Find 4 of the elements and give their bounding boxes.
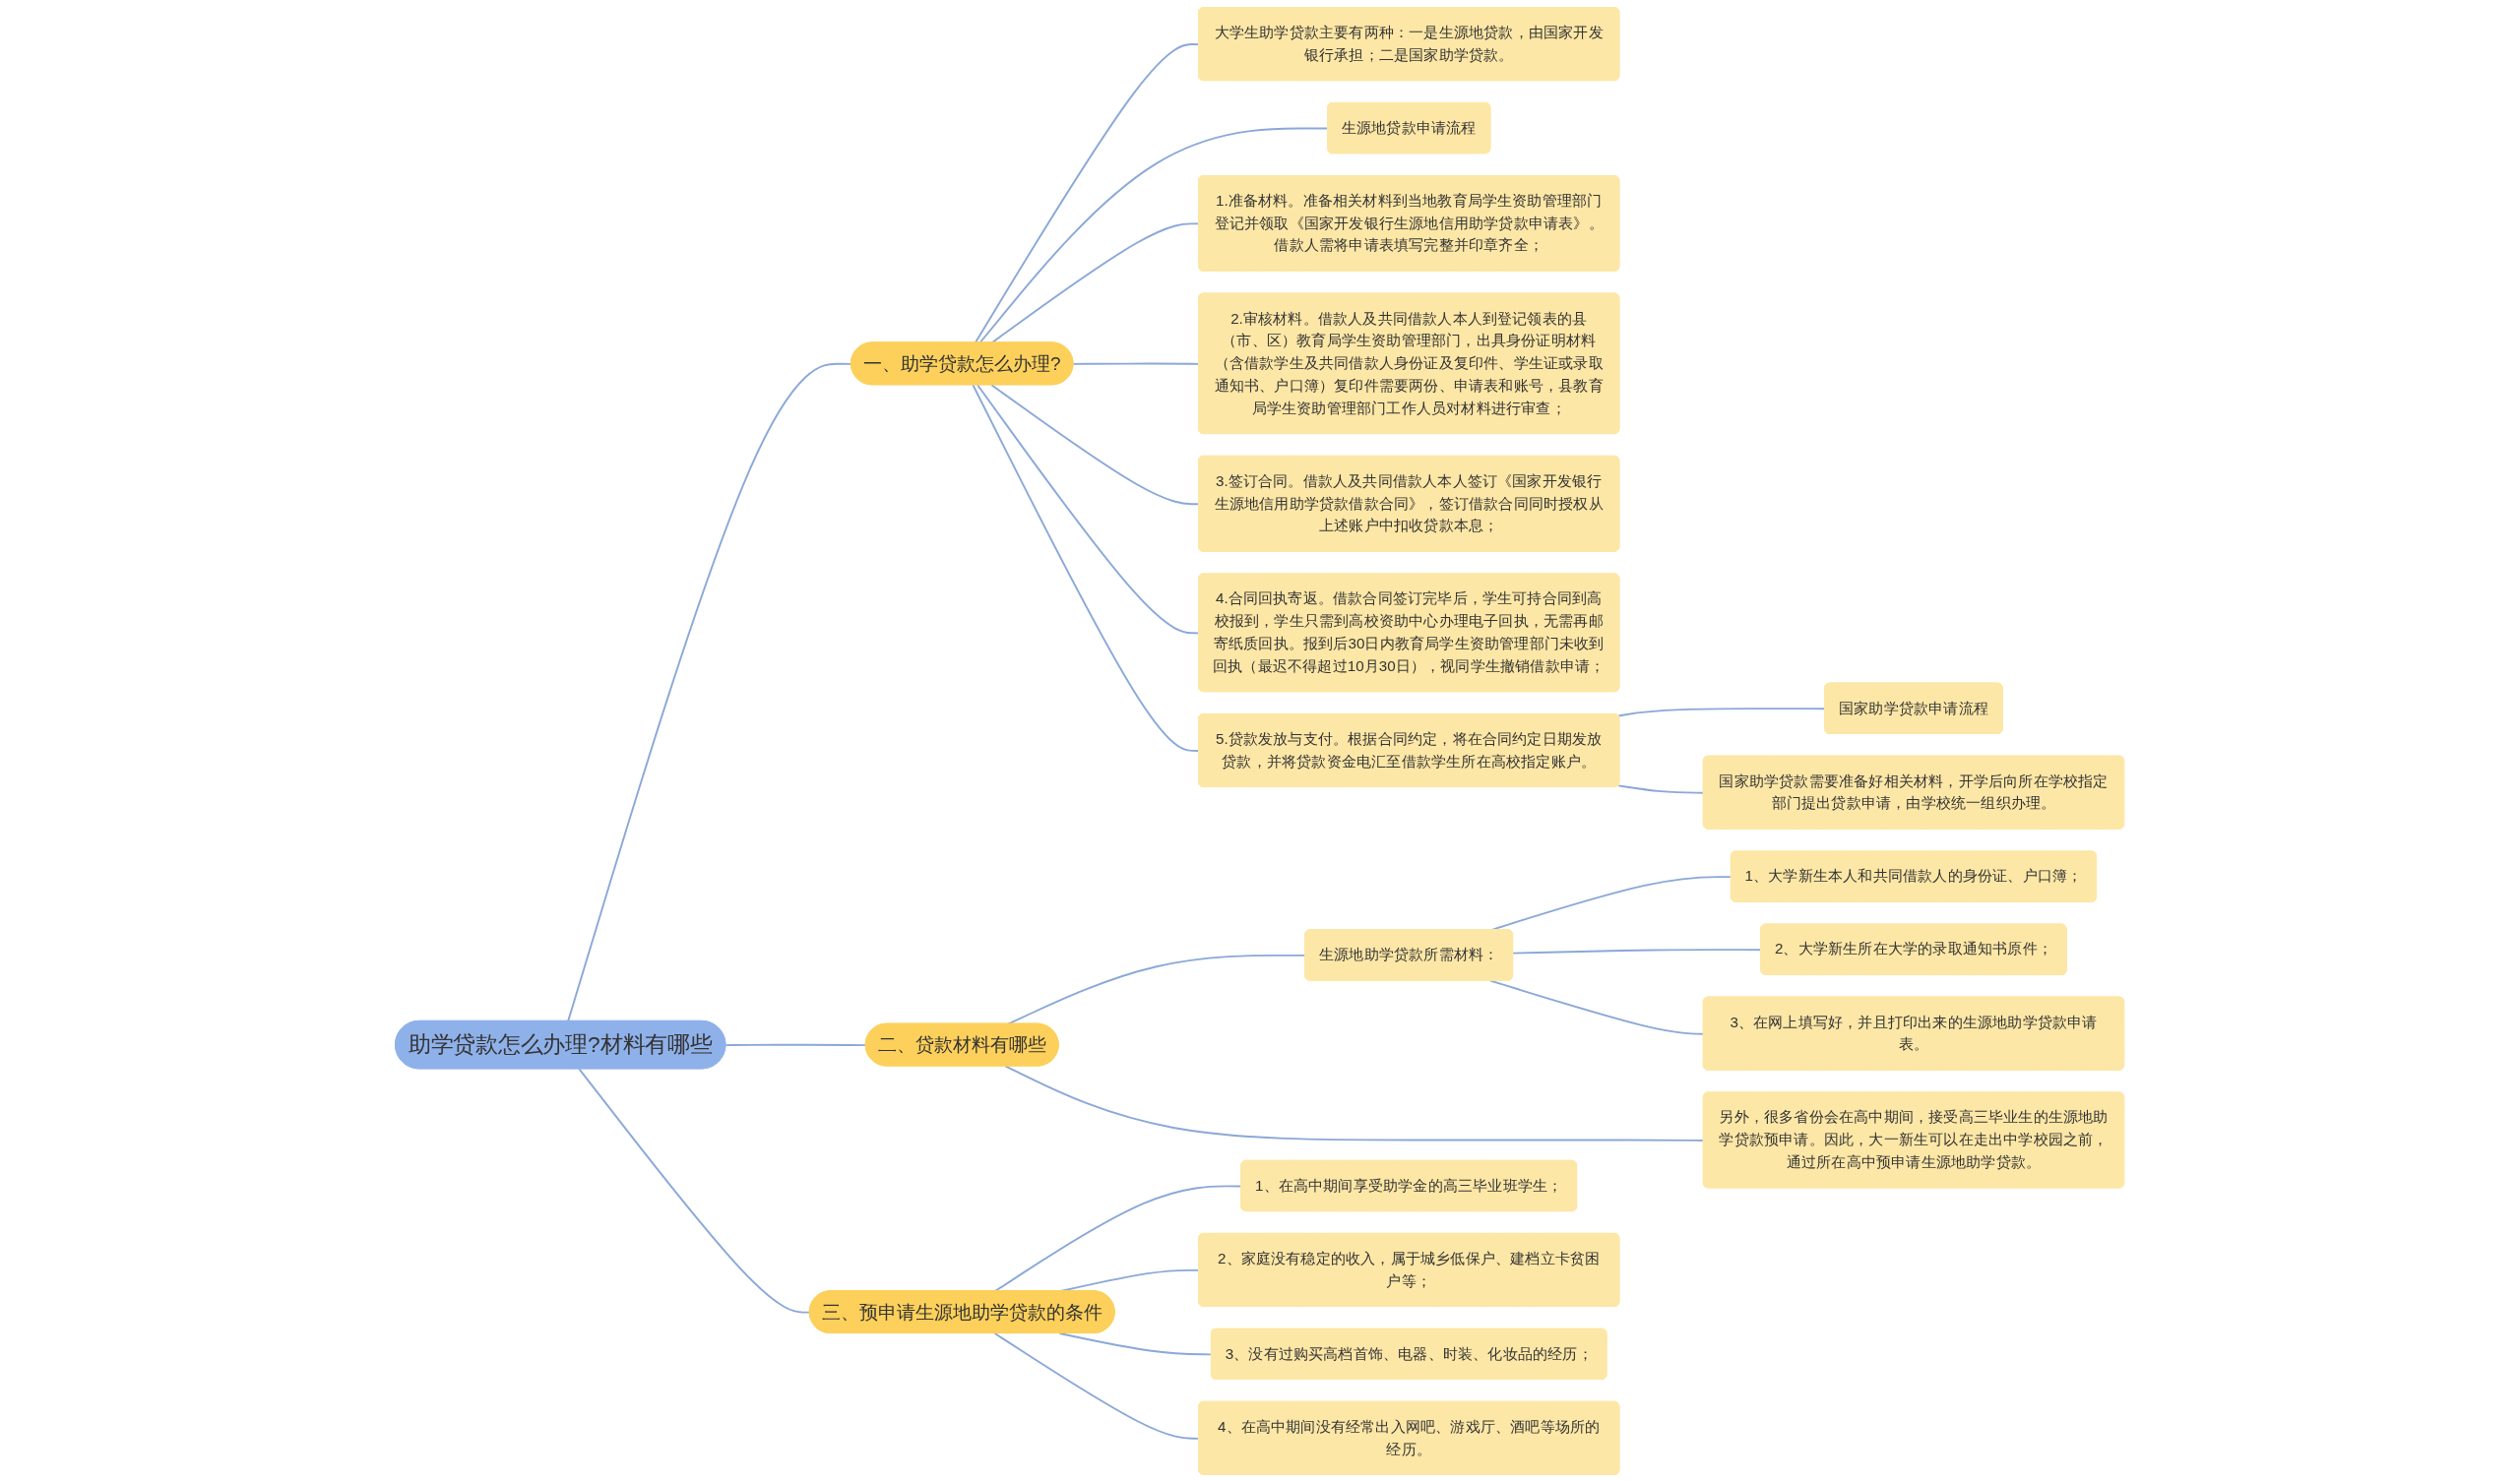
- connector: [567, 362, 853, 1022]
- connector: [1007, 954, 1307, 1025]
- connector: [1617, 708, 1827, 717]
- connector: [1512, 949, 1763, 955]
